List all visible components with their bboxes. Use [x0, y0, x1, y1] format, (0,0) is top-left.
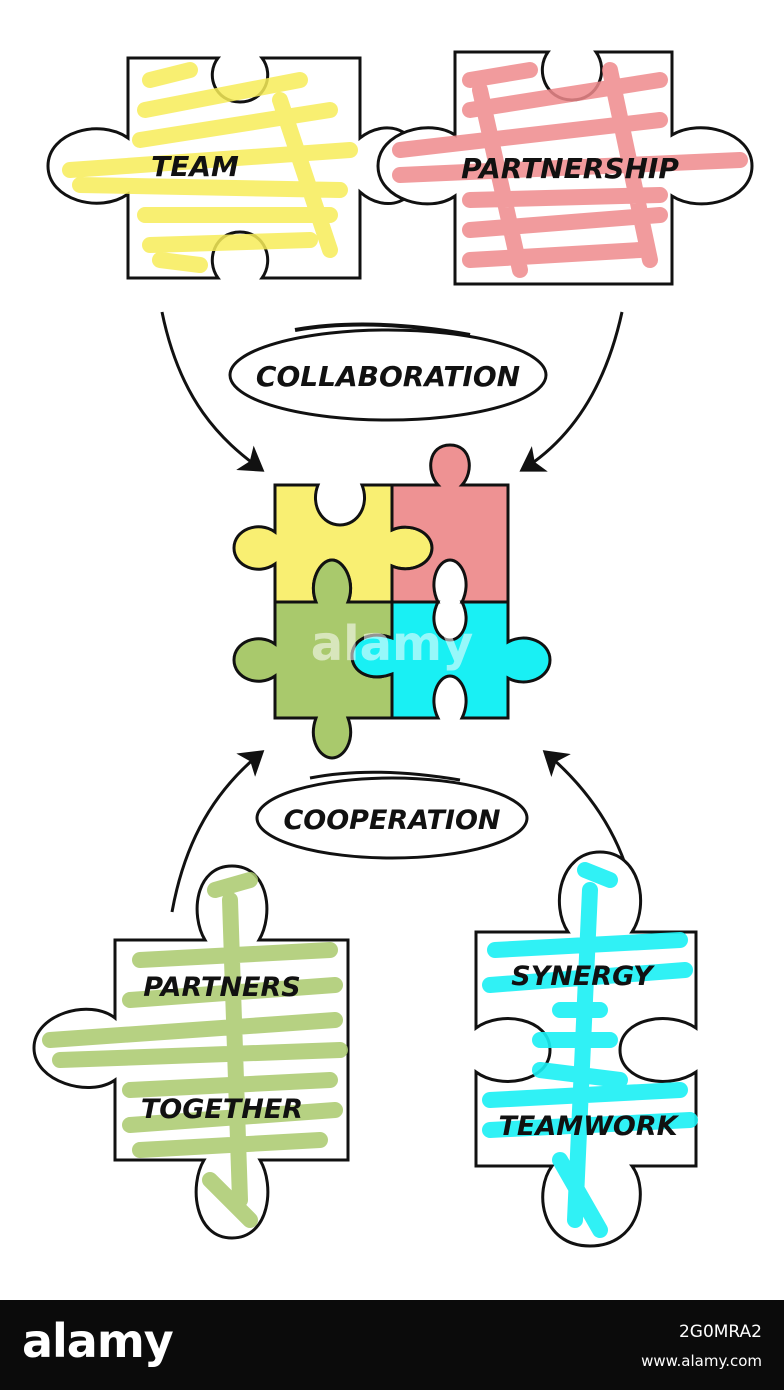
- central-puzzle: alamy: [232, 443, 552, 760]
- central-piece-green: [232, 558, 394, 760]
- puzzle-piece-team: TEAM: [46, 56, 422, 280]
- piece-label-team: TEAM: [151, 150, 239, 183]
- oval-label-cooperation: COOPERATION: [283, 805, 500, 836]
- puzzle-piece-synergy-teamwork: SYNERGY TEAMWORK: [474, 850, 698, 1248]
- arrow-team-to-center: [160, 311, 265, 472]
- puzzle-piece-partnership: PARTNERSHIP: [376, 50, 754, 286]
- arrow-green-piece-to-center: [170, 750, 265, 913]
- footer-site-link[interactable]: www.alamy.com: [641, 1352, 762, 1370]
- arrow-partnership-to-center: [519, 311, 624, 472]
- footer-image-id: 2G0MRA2: [678, 1322, 762, 1342]
- central-piece-pink: [390, 443, 510, 604]
- central-piece-cyan: [350, 600, 552, 720]
- oval-label-collaboration: COLLABORATION: [256, 360, 520, 393]
- oval-collaboration: COLLABORATION: [228, 322, 548, 422]
- piece-label-together: TOGETHER: [141, 1094, 303, 1125]
- footer-bar: alamy 2G0MRA2 www.alamy.com: [0, 1300, 784, 1390]
- oval-cooperation: COOPERATION: [255, 770, 529, 860]
- watermark-text: alamy: [311, 616, 474, 672]
- footer-brand-logo[interactable]: alamy: [22, 1314, 174, 1368]
- diagram-canvas: TEAM PARTNERSHIP COLLABORATION alamy COO…: [32, 50, 754, 1248]
- piece-label-partners: PARTNERS: [143, 972, 300, 1003]
- piece-label-teamwork: TEAMWORK: [498, 1111, 679, 1142]
- puzzle-piece-partners-together: PARTNERS TOGETHER: [32, 864, 350, 1240]
- piece-label-synergy: SYNERGY: [511, 961, 655, 992]
- piece-label-partnership: PARTNERSHIP: [461, 152, 679, 185]
